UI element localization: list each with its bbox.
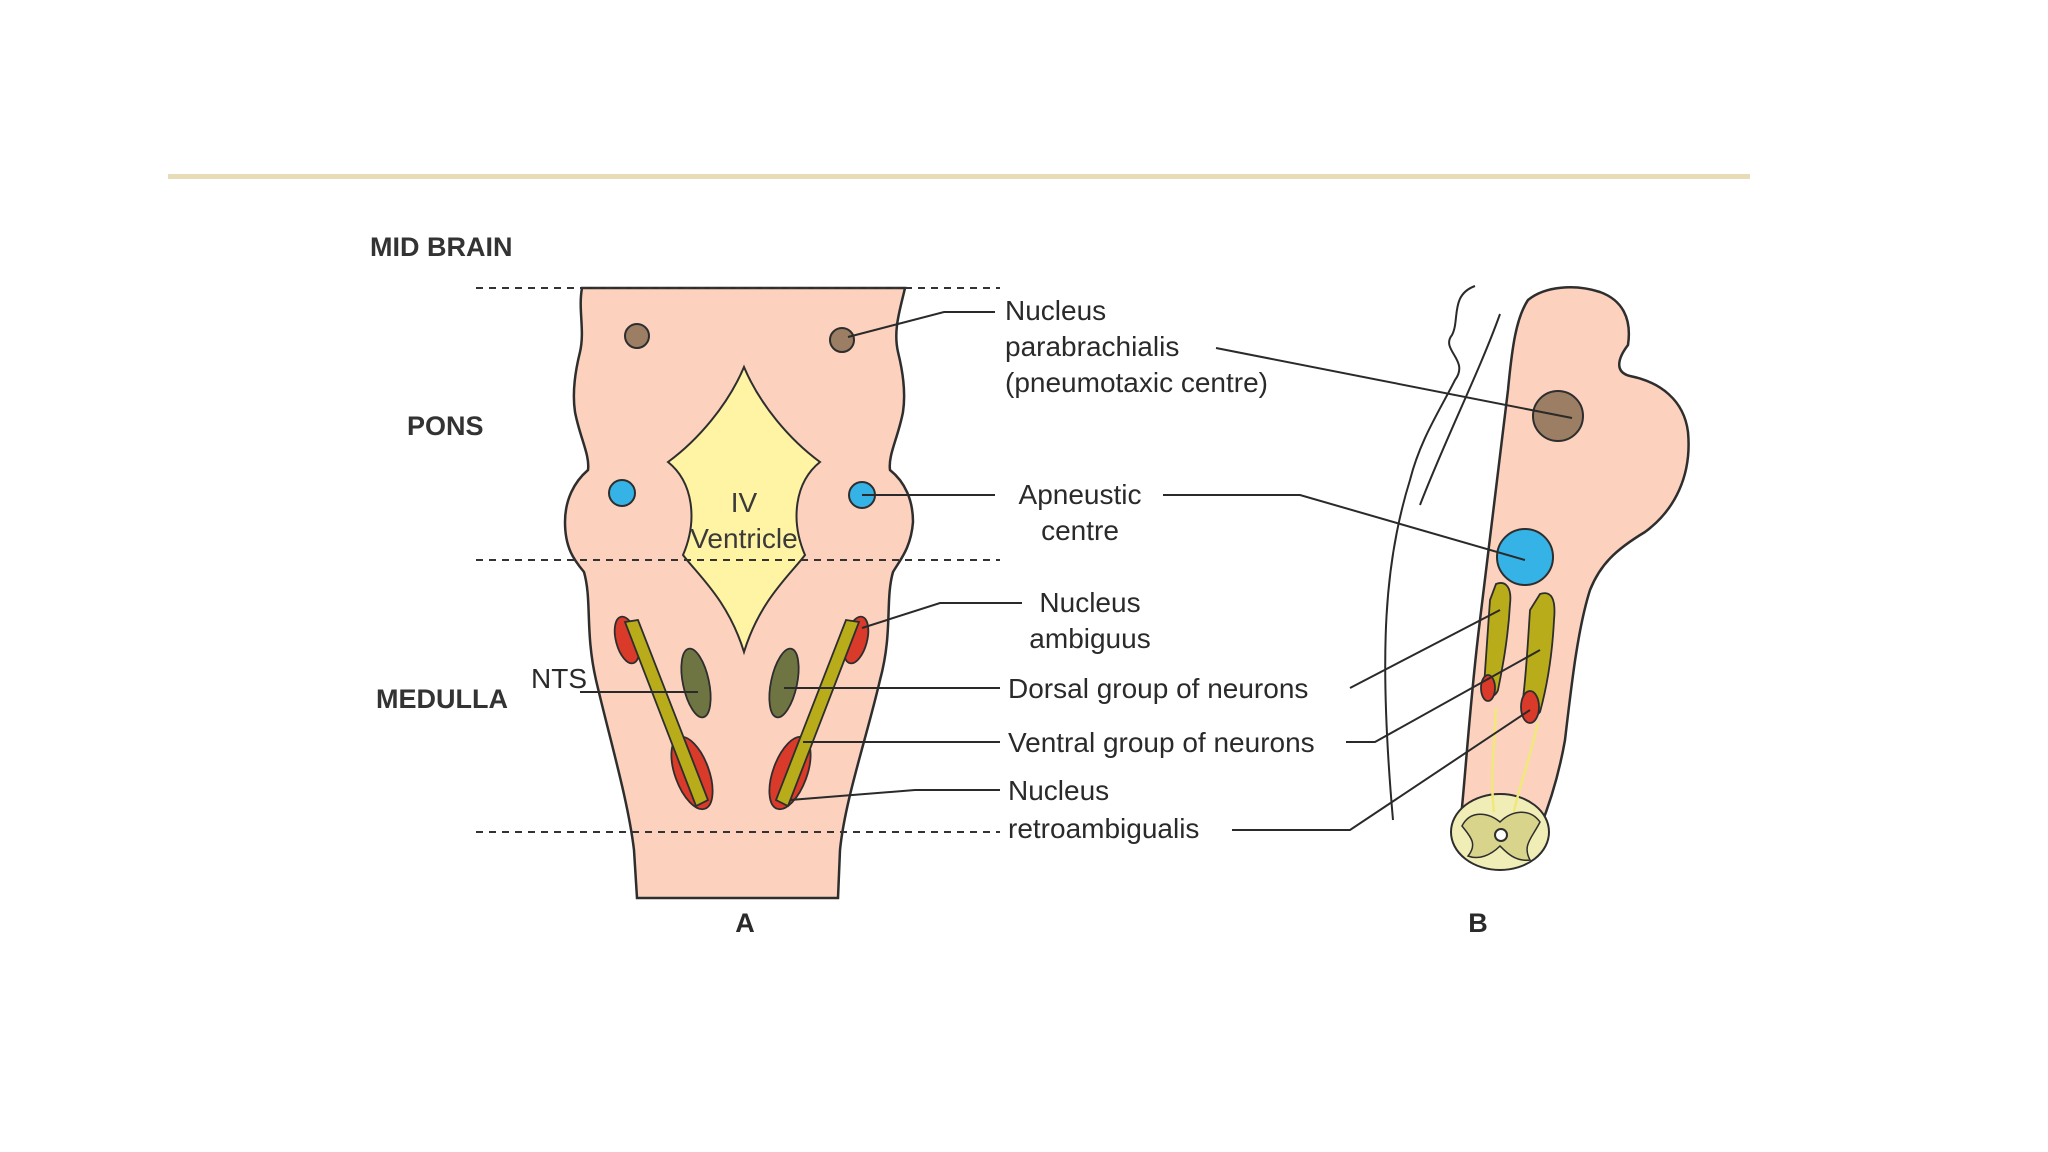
pneumotaxic-nucleus-left: [624, 323, 650, 349]
ventral-group-column-right: [774, 619, 861, 808]
dorsal-group-left: [680, 647, 712, 719]
leader-dorsal-b: [1349, 609, 1501, 689]
region-label-medulla: MEDULLA: [376, 684, 508, 714]
apneustic-centre-b: [1496, 528, 1554, 586]
header-rule: [168, 174, 1750, 179]
nts-label: NTS: [531, 663, 587, 694]
label-apneustic-line1: Apneustic: [1019, 479, 1142, 510]
leader-retro-a: [789, 789, 1000, 801]
brainstem-lateral-outline: [1458, 286, 1690, 830]
label-retro-line1: Nucleus: [1008, 775, 1109, 806]
region-label-midbrain: MID BRAIN: [370, 232, 513, 262]
ventricle-label-line2: Ventricle: [690, 523, 797, 554]
label-apneustic-line2: centre: [1041, 515, 1119, 546]
dorsal-group-column-b: [1483, 582, 1512, 698]
label-pneumotaxic-line2: parabrachialis: [1005, 331, 1179, 362]
posterior-contour-outer: [1384, 285, 1476, 821]
descending-fibre-2: [1512, 721, 1540, 813]
fourth-ventricle: [666, 364, 822, 656]
leader-ventral-b: [1346, 649, 1541, 743]
leader-retro-b: [1232, 709, 1531, 831]
central-canal: [1494, 828, 1508, 842]
panel-label-b: B: [1468, 908, 1488, 938]
label-retro-line2: retroambigualis: [1008, 813, 1199, 844]
panel-label-a: A: [735, 908, 755, 938]
leader-ambiguus-a: [861, 602, 1022, 629]
label-pneumotaxic-line3: (pneumotaxic centre): [1005, 367, 1268, 398]
posterior-contour-inner: [1419, 313, 1501, 506]
region-label-pons: PONS: [407, 411, 484, 441]
label-ambiguus-line2: ambiguus: [1029, 623, 1150, 654]
ventricle-label-line1: IV: [731, 487, 758, 518]
ventral-group-column-left: [623, 619, 710, 808]
pneumotaxic-nucleus-right: [829, 327, 855, 353]
label-ambiguus-line1: Nucleus: [1039, 587, 1140, 618]
ventral-group-column-b: [1521, 592, 1556, 718]
descending-fibre-1: [1491, 707, 1498, 813]
label-dorsal-group: Dorsal group of neurons: [1008, 673, 1308, 704]
leader-pneumotaxic-a: [847, 311, 995, 338]
leader-pneumotaxic-b: [1215, 347, 1573, 419]
apneustic-centre-left: [608, 479, 636, 507]
label-pneumotaxic-line1: Nucleus: [1005, 295, 1106, 326]
leader-apneustic-b: [1163, 494, 1526, 561]
label-ventral-group: Ventral group of neurons: [1008, 727, 1315, 758]
nucleus-retroambigualis-b: [1520, 690, 1540, 724]
dorsal-group-right: [768, 647, 800, 719]
